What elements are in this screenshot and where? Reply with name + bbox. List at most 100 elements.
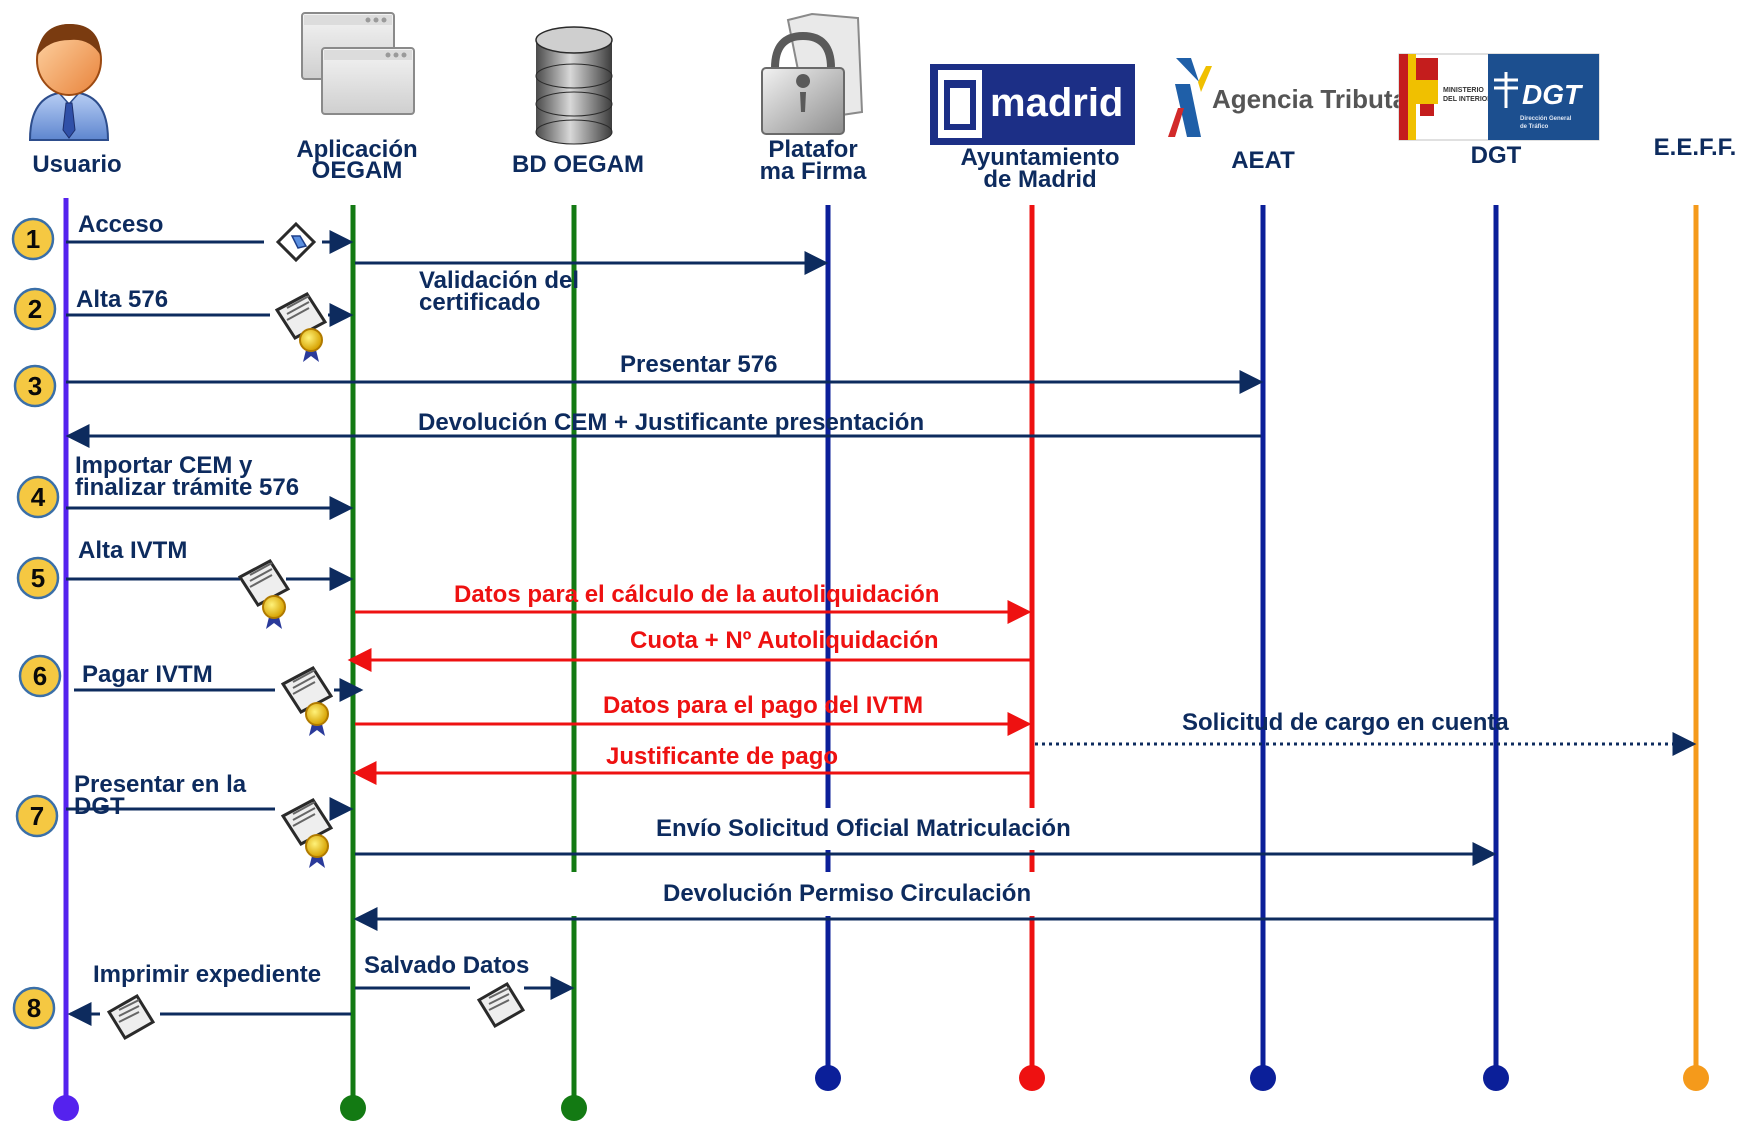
step-number: 5 [31, 563, 45, 593]
step-number: 1 [26, 224, 40, 254]
participant-label-madrid: Ayuntamiento [960, 144, 1119, 171]
message-cuota-label: Cuota + Nº Autoliquidación [630, 627, 939, 654]
doc-icons [106, 221, 526, 1041]
message-salvado: Salvado Datos [355, 952, 575, 1000]
window-front-icon [321, 47, 415, 115]
madrid-logo: madrid [930, 64, 1135, 145]
step-circle: 4 [16, 475, 60, 519]
message-envio: Envío Solicitud Oficial Matriculación [355, 815, 1497, 866]
message-presentar576: Presentar 576 [66, 351, 1264, 394]
ministerio-text: DEL INTERIOR [1443, 96, 1492, 103]
message-presentar576-label: Presentar 576 [620, 351, 777, 378]
database-icon [535, 26, 613, 145]
step-circle: 7 [15, 794, 59, 838]
step-circles: 1 2 3 4 5 6 7 8 [11, 217, 62, 1030]
participant-label-eeff: E.E.F.F. [1654, 134, 1737, 161]
madrid-logo-text: madrid [990, 81, 1123, 125]
message-justificantepago: Justificante de pago [352, 743, 1030, 785]
lifeline-end-eeff [1683, 1065, 1709, 1091]
message-salvado-label: Salvado Datos [364, 952, 529, 979]
at-mark-top [1176, 58, 1199, 82]
step-circle: 6 [18, 654, 62, 698]
message-presentardgt-label: Presentar en la [74, 771, 247, 798]
message-altaivtm: Alta IVTM [66, 537, 354, 591]
lifeline-end-usuario [53, 1095, 79, 1121]
lifeline-bd: BD OEGAM [512, 151, 644, 1121]
message-imprimir-label: Imprimir expediente [93, 961, 321, 988]
step-number: 8 [27, 993, 41, 1023]
participant-label-aeat: AEAT [1231, 147, 1295, 174]
message-acceso: Acceso [66, 211, 354, 254]
padlock-folder-icon [761, 12, 864, 135]
smart-card-icon [275, 221, 317, 263]
lifeline-end-oegam [340, 1095, 366, 1121]
lifeline-dgt: DGT [1471, 142, 1522, 1091]
document-icon [106, 993, 156, 1041]
participant-label-bd: BD OEGAM [512, 151, 644, 178]
message-validacion-label: Validación del [419, 267, 579, 294]
message-importar-label: finalizar trámite 576 [75, 474, 299, 501]
message-alta576-label: Alta 576 [76, 286, 168, 313]
lifeline-end-aeat [1250, 1065, 1276, 1091]
step-circle: 1 [11, 217, 55, 261]
certificate-icon [237, 559, 291, 629]
database-top [535, 26, 613, 54]
step-number: 3 [28, 371, 42, 401]
message-devolucioncem-label: Devolución CEM + Justificante presentaci… [418, 409, 924, 436]
dgt-logo-subtext: Dirección General [1520, 116, 1572, 122]
message-justificantepago-label: Justificante de pago [606, 743, 838, 770]
message-altaivtm-label: Alta IVTM [78, 537, 187, 564]
dgt-logo-subtext: de Tráfico [1520, 124, 1549, 130]
step-number: 2 [28, 294, 42, 324]
spain-crest-icon [1416, 58, 1438, 80]
step-circle: 8 [12, 986, 56, 1030]
dgt-logo-text: DGT [1522, 79, 1584, 110]
message-datospago-label: Datos para el pago del IVTM [603, 692, 923, 719]
lifeline-aeat: AEAT [1231, 147, 1295, 1091]
certificate-icon [280, 666, 334, 736]
message-devolucionpermiso: Devolución Permiso Circulación [353, 880, 1494, 931]
participant-label-oegam: Aplicación [296, 136, 417, 163]
step-circle: 3 [13, 364, 57, 408]
step-number: 6 [33, 661, 47, 691]
application-windows-icon [301, 12, 415, 115]
dgt-mark-icon [1494, 72, 1518, 108]
message-datoscalculo-label: Datos para el cálculo de la autoliquidac… [454, 581, 939, 608]
participant-label-usuario: Usuario [32, 151, 121, 178]
usuario-person-icon [28, 24, 110, 141]
participant-label-dgt: DGT [1471, 142, 1522, 169]
message-importar-label: Importar CEM y [75, 452, 253, 479]
at-mark-red [1168, 108, 1184, 137]
step-number: 4 [31, 482, 46, 512]
step-circle: 5 [16, 556, 60, 600]
message-datospago: Datos para el pago del IVTM [355, 692, 1032, 736]
participant-label-firma: ma Firma [760, 158, 867, 185]
lifeline-end-madrid [1019, 1065, 1045, 1091]
participant-label-firma: Platafor [768, 136, 857, 163]
message-cuota: Cuota + Nº Autoliquidación [347, 627, 1030, 672]
step-circle: 2 [13, 287, 57, 331]
message-devolucioncem: Devolución CEM + Justificante presentaci… [65, 409, 1261, 448]
step-number: 7 [30, 801, 44, 831]
lifeline-end-firma [815, 1065, 841, 1091]
message-acceso-label: Acceso [78, 211, 163, 238]
message-pagarivtm: Pagar IVTM [74, 661, 364, 702]
lifeline-end-dgt [1483, 1065, 1509, 1091]
certificate-icon [274, 292, 328, 362]
message-presentardgt-label: DGT [74, 793, 125, 820]
message-validacion-label: certificado [419, 289, 540, 316]
message-datoscalculo: Datos para el cálculo de la autoliquidac… [355, 581, 1032, 624]
document-icon [476, 981, 526, 1029]
lifeline-eeff: E.E.F.F. [1654, 134, 1737, 1091]
message-imprimir: Imprimir expediente [67, 961, 351, 1026]
message-devolucionpermiso-label: Devolución Permiso Circulación [663, 880, 1031, 907]
